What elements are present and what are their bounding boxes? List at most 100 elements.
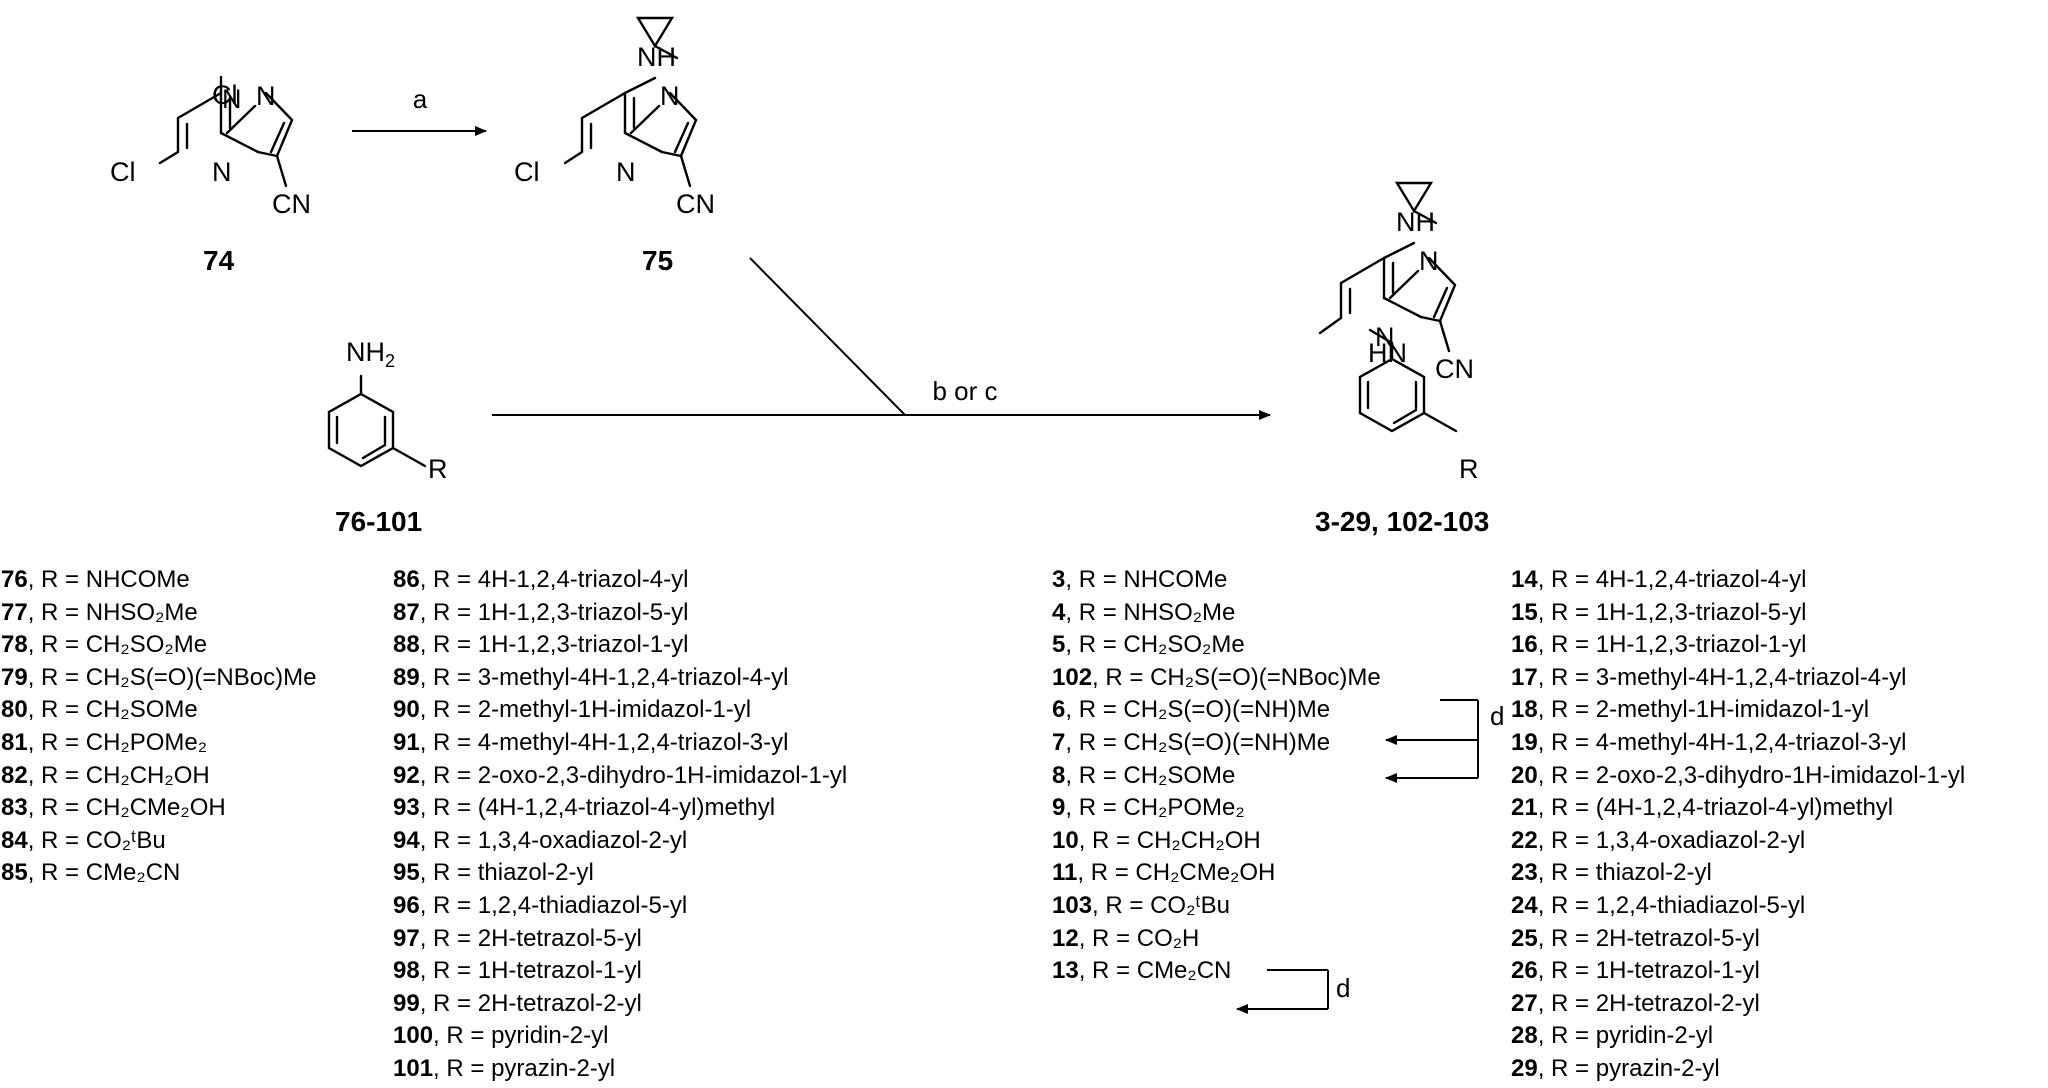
- list-item: 101, R = pyrazin-2-yl: [393, 1053, 847, 1086]
- bracket-d-lower: [1236, 969, 1329, 1014]
- list-item: 4, R = NHSO₂Me: [1052, 597, 1381, 630]
- list-item: 21, R = (4H-1,2,4-triazol-4-yl)methyl: [1511, 792, 1965, 825]
- r-group: CH₂CMe₂OH: [1135, 859, 1276, 887]
- r-group: 2-oxo-2,3-dihydro-1H-imidazol-1-yl: [477, 761, 848, 789]
- r-prefix: , R =: [27, 826, 86, 854]
- list-item: 93, R = (4H-1,2,4-triazol-4-yl)methyl: [393, 792, 847, 825]
- atom-n-product-b: N: [1419, 246, 1439, 276]
- list-item: 22, R = 1,3,4-oxadiazol-2-yl: [1511, 825, 1965, 858]
- r-group: 1H-1,2,3-triazol-5-yl: [477, 598, 689, 626]
- r-group: CO₂ᵗBu: [1150, 891, 1231, 919]
- list-item: 7, R = CH₂S(=O)(=NH)Me: [1052, 727, 1381, 760]
- r-group: pyrazin-2-yl: [491, 1054, 616, 1082]
- list-item: 28, R = pyridin-2-yl: [1511, 1020, 1965, 1053]
- list-item: 17, R = 3-methyl-4H-1,2,4-triazol-4-yl: [1511, 662, 1965, 695]
- list-item: 82, R = CH₂CH₂OH: [1, 760, 316, 793]
- r-prefix: , R =: [1537, 663, 1596, 691]
- list-item: 6, R = CH₂S(=O)(=NH)Me: [1052, 694, 1381, 727]
- r-prefix: , R =: [433, 1022, 492, 1050]
- list-item: 103, R = CO₂ᵗBu: [1052, 890, 1381, 923]
- r-group: 4H-1,2,4-triazol-4-yl: [1595, 566, 1807, 593]
- r-prefix: , R =: [419, 859, 478, 887]
- r-prefix: , R =: [419, 663, 478, 691]
- list-item: 3, R = NHCOMe: [1052, 564, 1381, 597]
- list-item: 90, R = 2-methyl-1H-imidazol-1-yl: [393, 694, 847, 727]
- atom-n-74c: N: [212, 157, 232, 187]
- list-item: 5, R = CH₂SO₂Me: [1052, 629, 1381, 662]
- r-group: thiazol-2-yl: [1595, 859, 1712, 887]
- r-prefix: , R =: [1078, 957, 1137, 985]
- compound-number: 3: [1052, 566, 1066, 593]
- compound-number: 103: [1052, 891, 1093, 919]
- r-prefix: , R =: [27, 663, 86, 691]
- list-item: 13, R = CMe₂CN: [1052, 955, 1381, 988]
- compound-number: 80: [1, 696, 28, 724]
- list-item: 84, R = CO₂ᵗBu: [1, 825, 316, 858]
- list-item: 83, R = CH₂CMe₂OH: [1, 792, 316, 825]
- r-group: 1,2,4-thiadiazol-5-yl: [477, 891, 688, 919]
- compound-number: 78: [1, 631, 28, 659]
- list-item: 11, R = CH₂CMe₂OH: [1052, 857, 1381, 890]
- compound-number: 95: [393, 859, 420, 887]
- compound-number: 11: [1052, 859, 1078, 887]
- r-group: CH₂S(=O)(=NBoc)Me: [85, 663, 317, 691]
- list-item: 14, R = 4H-1,2,4-triazol-4-yl: [1511, 564, 1965, 597]
- r-group: 1H-1,2,3-triazol-5-yl: [1595, 598, 1807, 626]
- r-group: 2-methyl-1H-imidazol-1-yl: [1595, 696, 1870, 724]
- r-prefix: , R =: [27, 761, 86, 789]
- structure-75: [563, 16, 698, 188]
- r-prefix: , R =: [1092, 663, 1151, 691]
- compound-label-aniline: 76-101: [335, 506, 422, 537]
- r-group: 4-methyl-4H-1,2,4-triazol-3-yl: [1595, 728, 1907, 756]
- r-prefix: , R =: [1065, 566, 1124, 593]
- r-prefix: , R =: [27, 631, 86, 659]
- r-prefix: , R =: [419, 696, 478, 724]
- compound-number: 16: [1511, 631, 1538, 659]
- r-prefix: , R =: [27, 598, 86, 626]
- condition-a: a: [413, 84, 428, 114]
- r-group: 2-oxo-2,3-dihydro-1H-imidazol-1-yl: [1595, 761, 1966, 789]
- compound-number: 15: [1511, 598, 1538, 626]
- compound-number: 91: [393, 728, 420, 756]
- r-prefix: , R =: [419, 989, 478, 1017]
- r-prefix: , R =: [27, 566, 86, 593]
- compound-number: 97: [393, 924, 420, 952]
- list-item: 78, R = CH₂SO₂Me: [1, 629, 316, 662]
- r-group: pyrazin-2-yl: [1595, 1054, 1720, 1082]
- compound-number: 9: [1052, 794, 1066, 822]
- list-item: 79, R = CH₂S(=O)(=NBoc)Me: [1, 662, 316, 695]
- compound-number: 88: [393, 631, 420, 659]
- r-prefix: , R =: [1065, 631, 1124, 659]
- compound-number: 85: [1, 859, 28, 887]
- r-group: 2H-tetrazol-2-yl: [477, 989, 642, 1017]
- r-prefix: , R =: [433, 1054, 492, 1082]
- r-prefix: , R =: [1537, 566, 1596, 593]
- compound-number: 12: [1052, 924, 1079, 952]
- atom-n-75b: N: [660, 81, 680, 111]
- list-item: 12, R = CO₂H: [1052, 923, 1381, 956]
- r-group: NHSO₂Me: [1123, 598, 1236, 626]
- list-item: 24, R = 1,2,4-thiadiazol-5-yl: [1511, 890, 1965, 923]
- r-group: CH₂SO₂Me: [1123, 631, 1245, 659]
- r-prefix: , R =: [419, 957, 478, 985]
- list-item: 80, R = CH₂SOMe: [1, 694, 316, 727]
- r-prefix: , R =: [419, 631, 478, 659]
- r-group: thiazol-2-yl: [477, 859, 594, 887]
- structure-aniline: [327, 374, 427, 468]
- compound-number: 83: [1, 794, 28, 822]
- r-prefix: , R =: [1537, 989, 1596, 1017]
- r-prefix: , R =: [1065, 794, 1124, 822]
- r-group: CO₂ᵗBu: [85, 826, 166, 854]
- r-prefix: , R =: [1065, 696, 1124, 724]
- r-prefix: , R =: [1537, 859, 1596, 887]
- list-item: 76, R = NHCOMe: [1, 564, 316, 597]
- list-item: 16, R = 1H-1,2,3-triazol-1-yl: [1511, 629, 1965, 662]
- r-prefix: , R =: [1065, 761, 1124, 789]
- list-item: 99, R = 2H-tetrazol-2-yl: [393, 988, 847, 1021]
- atom-cl-75: Cl: [514, 157, 540, 187]
- atom-nh-75: NH: [637, 42, 676, 72]
- r-group: CH₂S(=O)(=NBoc)Me: [1150, 663, 1381, 691]
- r-prefix: , R =: [1537, 924, 1596, 952]
- atom-cl-74a: Cl: [212, 80, 238, 110]
